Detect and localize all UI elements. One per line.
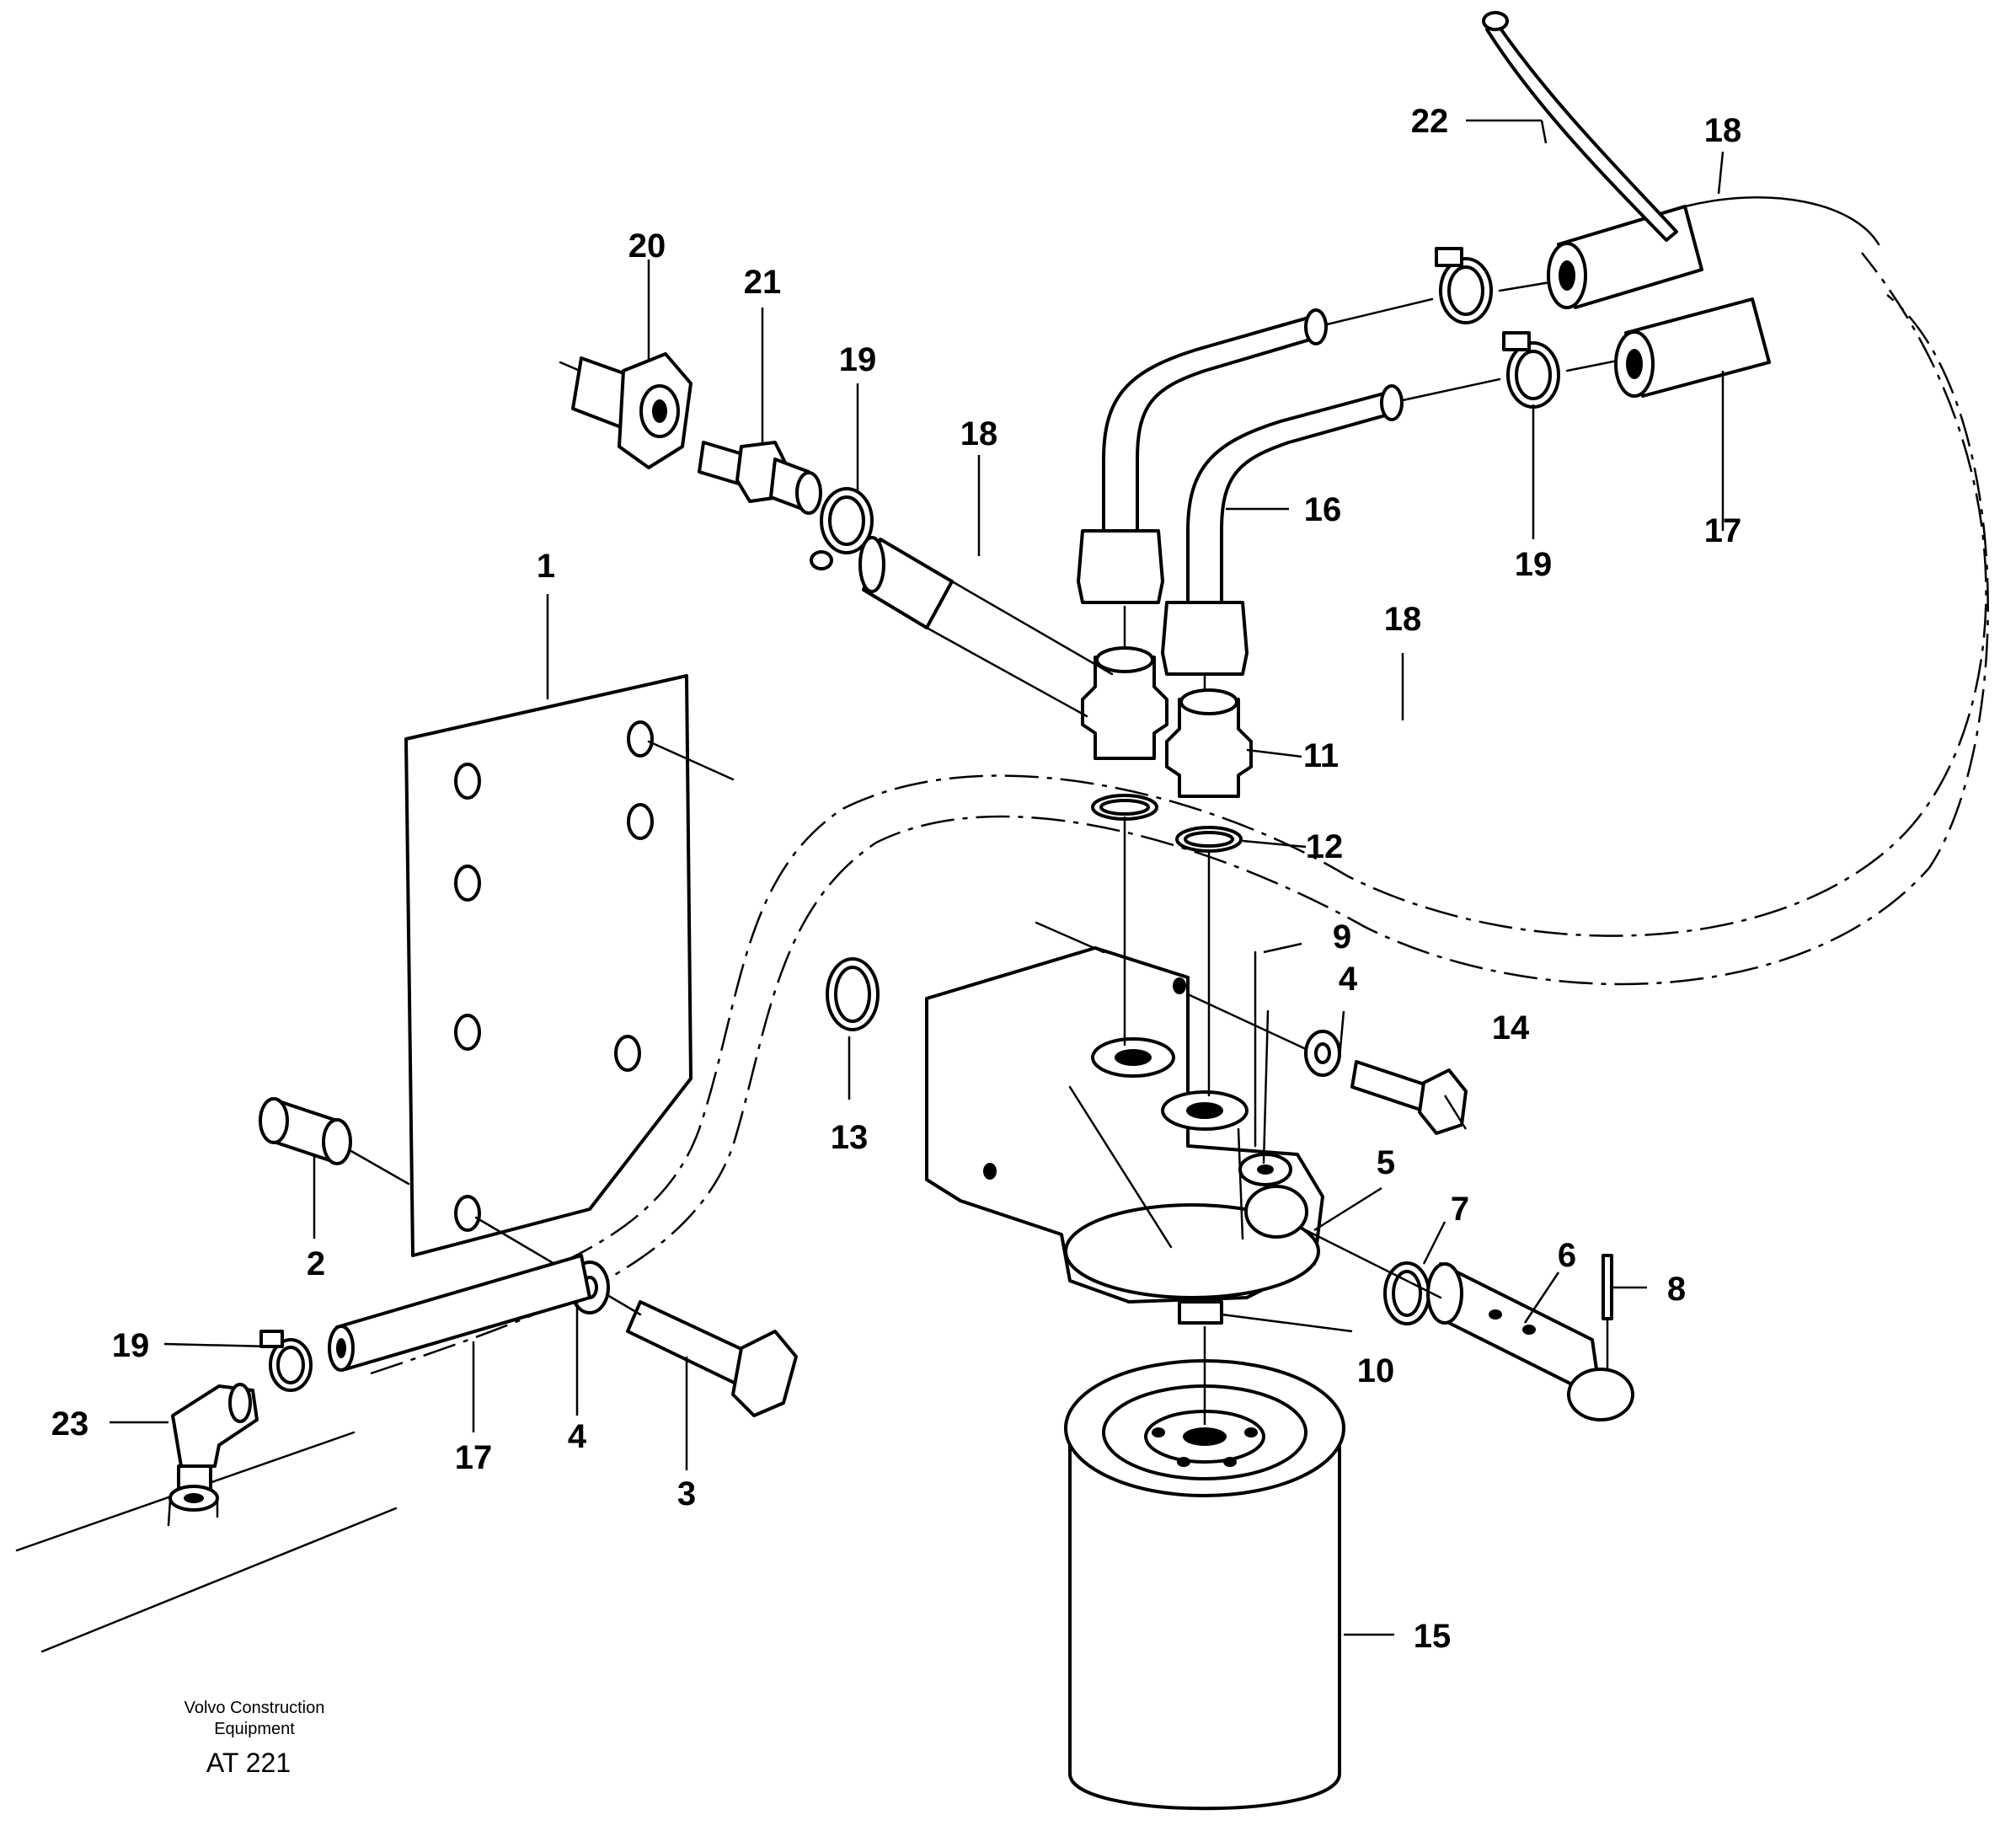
callout-22: 22 bbox=[1411, 103, 1449, 140]
callout-18-middle: 18 bbox=[960, 415, 998, 452]
callout-1: 1 bbox=[537, 548, 555, 585]
elbow-fitting bbox=[167, 1383, 259, 1527]
callout-8: 8 bbox=[1667, 1271, 1686, 1308]
callout-10: 10 bbox=[1357, 1352, 1395, 1389]
callout-19-right: 19 bbox=[1515, 546, 1553, 583]
caption-company-line2: Equipment bbox=[214, 1720, 295, 1738]
union-fitting bbox=[559, 352, 692, 469]
callout-3: 3 bbox=[677, 1475, 696, 1512]
callout-19-middle: 19 bbox=[839, 341, 877, 378]
relief-valve bbox=[1304, 1229, 1634, 1421]
callout-14: 14 bbox=[1492, 1009, 1530, 1047]
callouts: 1 2 3 4 4 5 6 7 8 9 10 11 12 13 14 15 16… bbox=[51, 103, 1742, 1655]
caption-company: Volvo Construction bbox=[184, 1699, 325, 1717]
callout-16: 16 bbox=[1304, 491, 1342, 528]
lock-pin bbox=[1602, 1254, 1613, 1371]
bracket-plate bbox=[404, 674, 735, 1257]
callout-4-upper: 4 bbox=[1339, 961, 1358, 998]
caption-figure-code: AT 221 bbox=[206, 1748, 291, 1778]
callout-6: 6 bbox=[1558, 1237, 1576, 1274]
callout-18-top: 18 bbox=[1704, 112, 1742, 149]
hose-clamp-lower bbox=[259, 1330, 313, 1392]
hose-18-middle bbox=[858, 536, 1114, 718]
callout-19-lower: 19 bbox=[112, 1327, 150, 1364]
hose-18-end bbox=[1547, 195, 1880, 309]
hose-routing-phantom bbox=[353, 252, 1989, 1375]
bolt-lower bbox=[474, 1216, 798, 1417]
leader-lines bbox=[110, 119, 1725, 1636]
sealing-ring-right bbox=[1175, 826, 1243, 853]
callout-4-lower: 4 bbox=[568, 1418, 587, 1455]
hose-clamp-upper-1 bbox=[1435, 247, 1493, 324]
callout-12: 12 bbox=[1306, 828, 1344, 865]
o-ring-13 bbox=[826, 957, 880, 1031]
callout-5: 5 bbox=[1377, 1144, 1395, 1181]
bolt-upper bbox=[1350, 1060, 1468, 1135]
bent-pipe-right bbox=[1161, 384, 1404, 676]
filter-head-housing bbox=[925, 921, 1324, 1304]
hose-17-end bbox=[1614, 297, 1771, 398]
assembly-axes bbox=[1123, 605, 1257, 1148]
adapter-left bbox=[1081, 646, 1168, 760]
callout-15: 15 bbox=[1414, 1618, 1452, 1655]
callout-21: 21 bbox=[744, 264, 782, 301]
callout-17-lower: 17 bbox=[455, 1439, 493, 1476]
sealing-ring-left bbox=[1091, 794, 1158, 821]
callout-18-right: 18 bbox=[1384, 601, 1422, 638]
washer-upper bbox=[1186, 993, 1341, 1077]
callout-23: 23 bbox=[51, 1405, 89, 1443]
center-nipple bbox=[1178, 1300, 1223, 1325]
callout-9: 9 bbox=[1333, 918, 1351, 956]
oil-filter-cartridge bbox=[1064, 1325, 1345, 1811]
callout-17-upper: 17 bbox=[1704, 512, 1742, 549]
adapter-right bbox=[1165, 688, 1253, 798]
caption-block: Volvo Construction Equipment AT 221 bbox=[184, 1699, 325, 1778]
hose-clamp-middle bbox=[810, 487, 874, 570]
cable-tie bbox=[1482, 11, 1678, 242]
callout-2: 2 bbox=[307, 1245, 325, 1282]
hose-nipple bbox=[698, 441, 822, 515]
callout-13: 13 bbox=[831, 1119, 869, 1156]
hose-17-lower bbox=[328, 1254, 591, 1372]
bent-pipe-left bbox=[1077, 308, 1328, 604]
connector-lines bbox=[1325, 281, 1619, 402]
callout-20: 20 bbox=[628, 228, 666, 265]
callout-7: 7 bbox=[1451, 1191, 1469, 1228]
hose-clamp-upper-2 bbox=[1502, 331, 1560, 409]
spacer-sleeve bbox=[259, 1097, 410, 1186]
callout-11: 11 bbox=[1303, 737, 1339, 774]
